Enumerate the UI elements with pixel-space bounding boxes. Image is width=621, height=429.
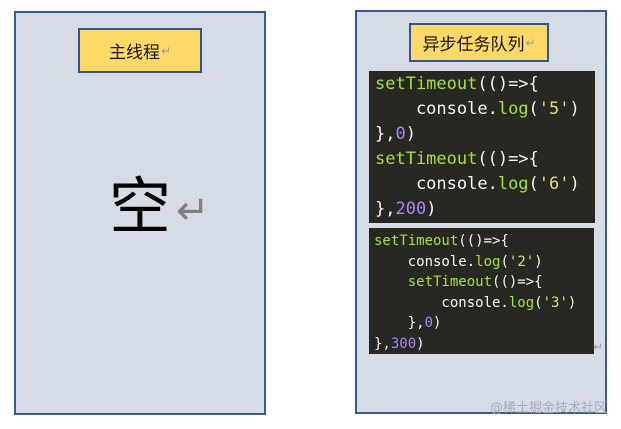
main-thread-title: 主线程 <box>108 43 160 63</box>
async-queue-panel: 异步任务队列↵ setTimeout(()=>{ console.log('5'… <box>355 10 607 414</box>
code-line: },300) <box>374 335 425 352</box>
main-thread-title-box: 主线程↵ <box>78 28 202 73</box>
code-line: },200) <box>375 199 437 219</box>
async-queue-title-box: 异步任务队列↵ <box>409 23 549 62</box>
code-line: console.log('6') <box>375 174 580 194</box>
code-line: console.log('2') <box>374 253 543 270</box>
code-line: setTimeout(()=>{ <box>375 74 539 94</box>
code-block-nested-timeout: setTimeout(()=>{ console.log('2') setTim… <box>369 228 594 354</box>
code-line: setTimeout(()=>{ <box>407 274 543 290</box>
async-queue-title: 异步任务队列 <box>422 35 525 55</box>
return-mark-icon: ↵ <box>160 43 172 58</box>
code-line: },0) <box>374 315 442 331</box>
code-line: },0) <box>375 124 416 144</box>
return-mark-icon: ↵ <box>525 35 536 50</box>
code-line: console.log('3') <box>374 294 577 311</box>
watermark: @稀土掘金技术社区 <box>490 401 608 416</box>
main-thread-panel: 主线程↵ 空 ↵ <box>14 11 266 415</box>
return-mark-icon: ↵ <box>593 340 604 354</box>
code-line: setTimeout(()=>{ <box>375 149 539 169</box>
code-block-timeouts-5-6: setTimeout(()=>{ console.log('5') },0) set… <box>369 71 595 223</box>
return-mark-icon: ↵ <box>176 188 210 234</box>
code-line: setTimeout(()=>{ <box>374 233 509 249</box>
main-thread-empty-text: 空 <box>109 170 172 243</box>
code-line: console.log('5') <box>375 99 580 119</box>
